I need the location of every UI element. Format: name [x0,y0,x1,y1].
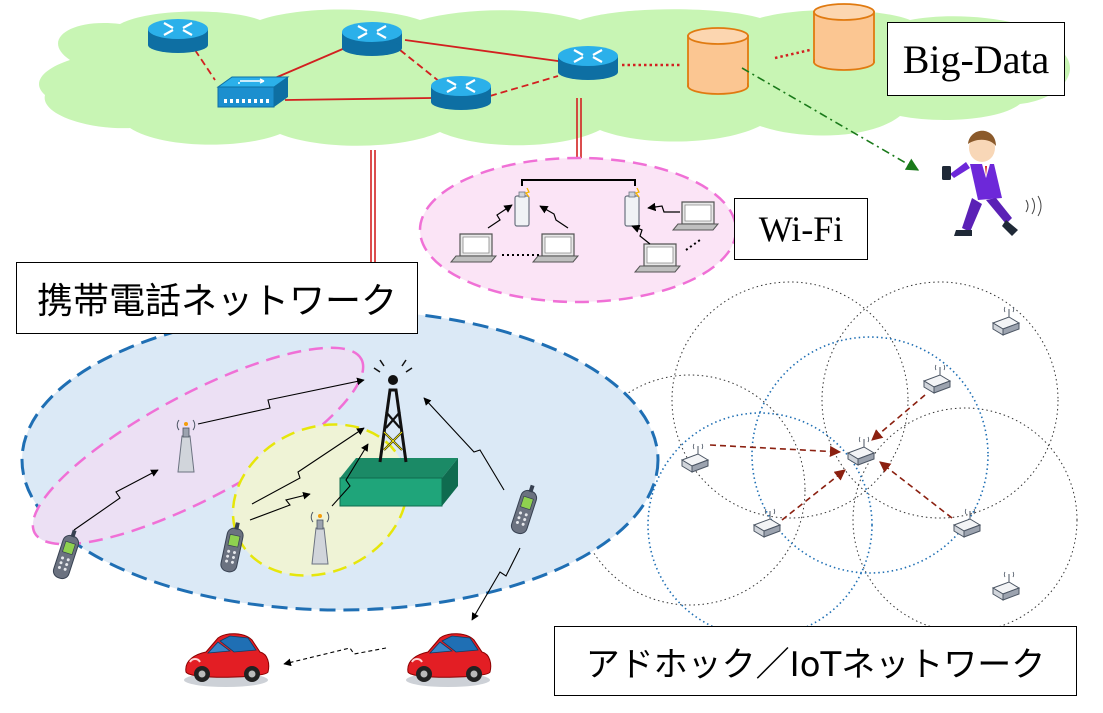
sensor-node-icon [923,364,951,394]
sensor-node-icon [953,508,981,538]
wifi-signal-arrows [487,202,701,256]
bigdata-label: Big-Data [887,22,1065,96]
cellular-network-label: 携帯電話ネットワーク [16,262,418,334]
database-icon [687,27,749,95]
database-icon [813,3,875,71]
adhoc-data-flows [709,394,953,521]
data-stream-line [741,67,920,171]
person-with-phone-icon [942,130,1042,236]
sensor-node-icon [992,571,1020,601]
sensor-node-icon [992,306,1020,336]
cellular-radio-links [73,377,521,667]
backbone-links [194,39,811,101]
router-icon [429,74,493,112]
wifi-label: Wi-Fi [734,198,868,260]
cell-tower-icon [339,359,458,507]
car-icon [183,632,270,688]
adhoc-iot-network-label: アドホック／IoTネットワーク [554,626,1077,696]
sensor-node-icon [681,443,709,473]
router-icon [340,20,404,58]
router-icon [146,17,210,55]
sensor-node-icon [847,436,875,466]
car-icon [405,632,492,688]
cellular-area [20,308,660,612]
switch-icon [216,76,290,108]
router-icon [556,44,620,82]
sensor-node-icon [753,508,781,538]
adhoc-coverage-circles [574,281,1078,638]
